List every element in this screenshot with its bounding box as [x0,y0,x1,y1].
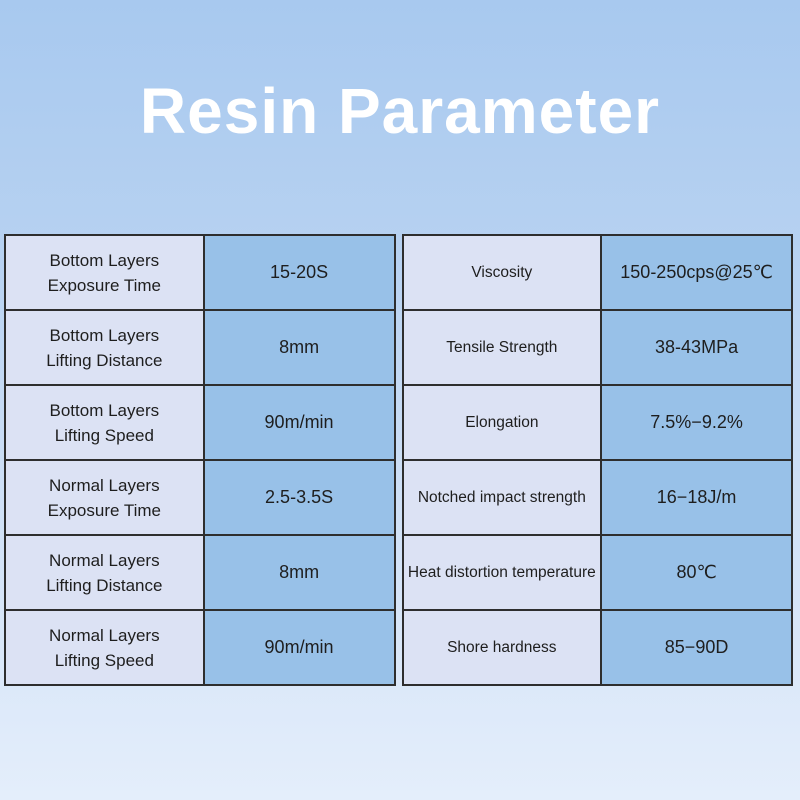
param-label-cell: Normal Layers Exposure Time [4,459,205,536]
resin-print-settings-table: Bottom Layers Exposure Time 15-20S Botto… [4,234,396,686]
table-row: Normal Layers Exposure Time 2.5-3.5S [4,459,396,536]
param-label-line1: Bottom Layers [49,325,160,345]
param-label-line1: Bottom Layers [49,250,160,270]
param-label-cell: Bottom Layers Exposure Time [4,234,205,311]
param-value-cell: 38-43MPa [600,309,793,386]
param-value-cell: 8mm [202,534,396,611]
param-label-cell: Bottom Layers Lifting Distance [4,309,205,386]
table-row: Notched impact strength 16−18J/m [401,459,793,536]
table-row: Normal Layers Lifting Speed 90m/min [4,609,396,686]
param-value-cell: 85−90D [600,609,793,686]
param-value-cell: 90m/min [202,384,396,461]
param-value-cell: 16−18J/m [600,459,793,536]
table-row: Bottom Layers Lifting Speed 90m/min [4,384,396,461]
param-label-line1: Normal Layers [49,550,160,570]
param-label-cell: Normal Layers Lifting Distance [4,534,205,611]
param-value-cell: 15-20S [202,234,396,311]
param-label-line2: Lifting Distance [46,350,163,370]
param-label-cell: Heat distortion temperature [401,534,603,611]
table-row: Tensile Strength 38-43MPa [401,309,793,386]
param-label-cell: Bottom Layers Lifting Speed [4,384,205,461]
param-value-cell: 7.5%−9.2% [600,384,793,461]
param-value-cell: 2.5-3.5S [202,459,396,536]
page-title: Resin Parameter [139,75,661,147]
table-row: Bottom Layers Exposure Time 15-20S [4,234,396,311]
param-value-cell: 8mm [202,309,396,386]
param-label-line1: Bottom Layers [49,400,160,420]
param-label-line2: Exposure Time [47,275,162,295]
resin-material-properties-table: Viscosity 150-250cps@25℃ Tensile Strengt… [401,234,794,686]
table-row: Bottom Layers Lifting Distance 8mm [4,309,396,386]
param-value-cell: 90m/min [202,609,396,686]
param-label-line1: Normal Layers [49,475,160,495]
table-row: Elongation 7.5%−9.2% [401,384,793,461]
param-label-line1: Normal Layers [49,625,160,645]
param-label-cell: Elongation [401,384,603,461]
param-label-cell: Normal Layers Lifting Speed [4,609,205,686]
param-label-line2: Lifting Speed [54,650,154,670]
param-label-cell: Shore hardness [401,609,603,686]
table-row: Shore hardness 85−90D [401,609,793,686]
param-label-cell: Tensile Strength [401,309,603,386]
param-label-line2: Lifting Distance [46,575,163,595]
table-row: Normal Layers Lifting Distance 8mm [4,534,396,611]
tables-container: Bottom Layers Exposure Time 15-20S Botto… [4,234,793,686]
param-value-cell: 80℃ [600,534,793,611]
param-value-cell: 150-250cps@25℃ [600,234,793,311]
table-row: Viscosity 150-250cps@25℃ [401,234,793,311]
table-row: Heat distortion temperature 80℃ [401,534,793,611]
param-label-line2: Exposure Time [47,500,162,520]
param-label-cell: Notched impact strength [401,459,603,536]
param-label-cell: Viscosity [401,234,603,311]
param-label-line2: Lifting Speed [54,425,154,445]
